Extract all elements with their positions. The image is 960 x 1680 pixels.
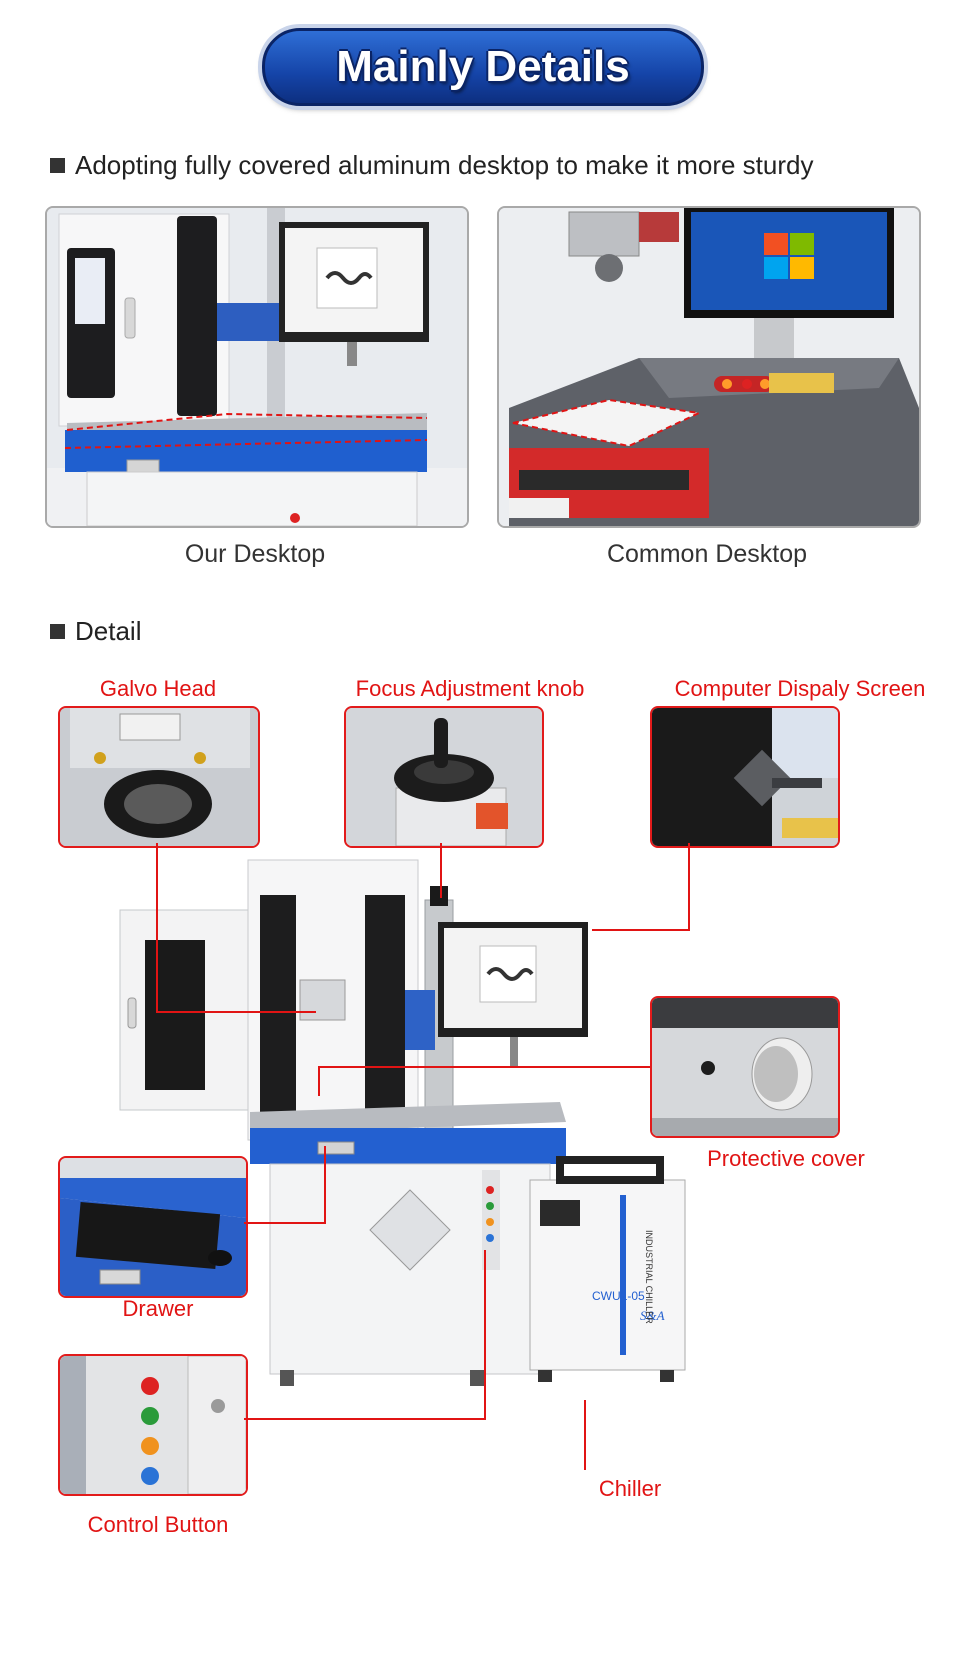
square-bullet-icon <box>50 158 65 173</box>
common-desktop-caption: Common Desktop <box>606 540 808 568</box>
focus-knob-closeup <box>344 706 544 848</box>
focus-knob-illustration <box>346 708 542 846</box>
label-drawer: Drawer <box>122 1296 194 1321</box>
leader-galvo-vertical <box>156 843 158 1012</box>
header-banner: Mainly Details <box>262 28 704 106</box>
control-button-closeup <box>58 1354 248 1496</box>
display-screen-closeup <box>650 706 840 848</box>
chiller-side-text: INDUSTRIAL CHILLER <box>644 1230 654 1324</box>
leader-control-horizontal <box>244 1418 484 1420</box>
section-heading-text: Detail <box>75 616 142 646</box>
our-desktop-photo <box>45 206 469 528</box>
label-chiller: Chiller <box>598 1476 662 1501</box>
chiller-brand-text: S&A <box>640 1308 665 1323</box>
leader-cover-vertical <box>318 1066 320 1096</box>
chiller-model-text: CWUL-05 <box>592 1289 645 1303</box>
leader-cover-horizontal <box>318 1066 650 1068</box>
display-screen-illustration <box>652 708 838 846</box>
common-desktop-illustration <box>499 208 919 526</box>
common-desktop-photo <box>497 206 921 528</box>
control-button-illustration <box>60 1356 246 1494</box>
label-display-screen: Computer Dispaly Screen <box>674 676 926 701</box>
leader-screen-vertical <box>688 843 690 929</box>
protective-cover-closeup <box>650 996 840 1138</box>
galvo-head-closeup <box>58 706 260 848</box>
leader-chiller <box>584 1400 586 1470</box>
leader-control-vertical <box>484 1250 486 1420</box>
our-desktop-illustration <box>47 208 467 526</box>
leader-drawer-vertical <box>324 1146 326 1224</box>
square-bullet-icon <box>50 624 65 639</box>
label-galvo-head: Galvo Head <box>99 676 217 701</box>
label-protective-cover: Protective cover <box>707 1146 865 1171</box>
label-focus-knob: Focus Adjustment knob <box>355 676 585 701</box>
section-heading-detail: Detail <box>50 616 141 647</box>
galvo-head-illustration <box>60 708 258 846</box>
section-heading-desktop: Adopting fully covered aluminum desktop … <box>50 150 813 181</box>
protective-cover-illustration <box>652 998 838 1136</box>
banner-title: Mainly Details <box>336 42 630 91</box>
drawer-illustration <box>60 1158 246 1296</box>
leader-galvo-horizontal <box>156 1011 316 1013</box>
label-control-button: Control Button <box>87 1512 229 1537</box>
drawer-closeup <box>58 1156 248 1298</box>
leader-screen-horizontal <box>592 929 690 931</box>
leader-focus <box>440 843 442 898</box>
laser-machine-illustration: CWUL-05 S&A INDUSTRIAL CHILLER <box>119 859 686 1386</box>
our-desktop-caption: Our Desktop <box>184 540 326 568</box>
leader-drawer-horizontal <box>244 1222 324 1224</box>
section-heading-text: Adopting fully covered aluminum desktop … <box>75 150 814 180</box>
